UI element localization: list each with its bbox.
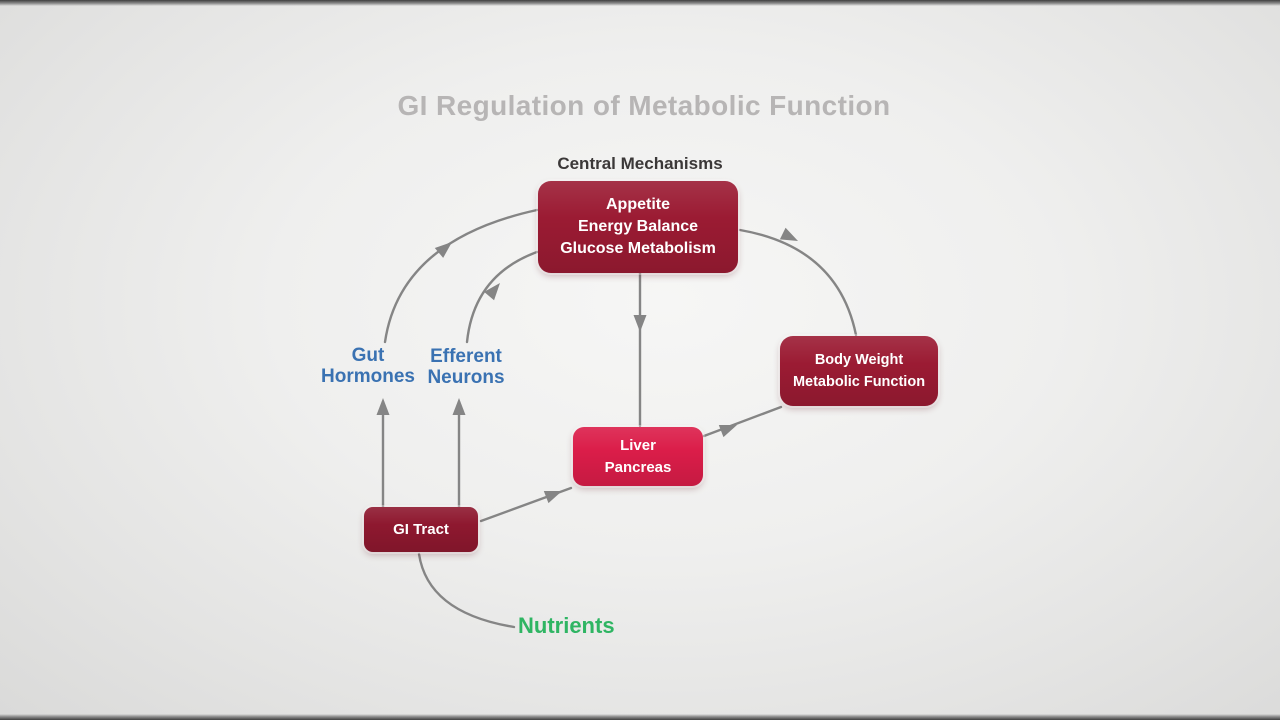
node-liver-line-1: Liver — [620, 436, 656, 454]
central-mechanisms-label: Central Mechanisms — [557, 154, 723, 173]
label-gut-hormones-line-2: Hormones — [321, 366, 415, 387]
node-gi-tract: GI Tract — [364, 507, 478, 552]
node-liver-pancreas: Liver Pancreas — [573, 427, 703, 486]
label-efferent-neurons-line-2: Neurons — [427, 367, 505, 388]
arrowhead-gi-tract-to-liver — [543, 491, 562, 504]
label-nutrients: Nutrients — [518, 613, 615, 638]
node-body-weight-line-1: Body Weight — [814, 352, 904, 368]
label-gut-hormones-line-1: Gut — [351, 345, 385, 366]
letterbox-top — [0, 0, 1280, 6]
arrowhead-appetite-to-liver — [633, 315, 647, 332]
arrow-gut-hormones-to-appetite — [383, 208, 539, 344]
letterbox-bottom — [0, 714, 1280, 720]
label-efferent-neurons: Efferent Neurons — [411, 346, 521, 388]
node-appetite-line-1: Appetite — [606, 196, 670, 213]
arrow-liver-to-body-weight — [702, 405, 783, 438]
arrowhead-gi-tract-to-gut-hormones — [376, 398, 390, 415]
arrowhead-gut-hormones-to-appetite — [434, 242, 452, 258]
arrowhead-gi-tract-to-efferent-neurons — [452, 398, 466, 415]
page-title: GI Regulation of Metabolic Function — [397, 90, 891, 121]
node-appetite-line-3: Glucose Metabolism — [560, 240, 716, 257]
arrowhead-efferent-neurons-to-appetite — [484, 283, 500, 301]
arrowhead-appetite-to-body-weight — [779, 227, 798, 241]
node-body-weight: Body Weight Metabolic Function — [780, 336, 938, 406]
node-body-weight-line-2: Metabolic Function — [792, 374, 926, 390]
arrowhead-liver-to-body-weight — [718, 425, 737, 438]
label-efferent-neurons-line-1: Efferent — [430, 346, 502, 367]
arrow-appetite-to-body-weight — [738, 228, 858, 337]
label-gut-hormones: Gut Hormones — [313, 345, 423, 387]
arrow-efferent-neurons-to-appetite — [465, 250, 539, 344]
node-appetite-line-2: Energy Balance — [577, 218, 699, 235]
node-liver-line-2: Pancreas — [604, 458, 672, 476]
node-gi-tract-line-1: GI Tract — [393, 521, 449, 538]
line-gi-tract-to-nutrients — [417, 552, 516, 629]
node-appetite: Appetite Energy Balance Glucose Metaboli… — [538, 181, 738, 273]
